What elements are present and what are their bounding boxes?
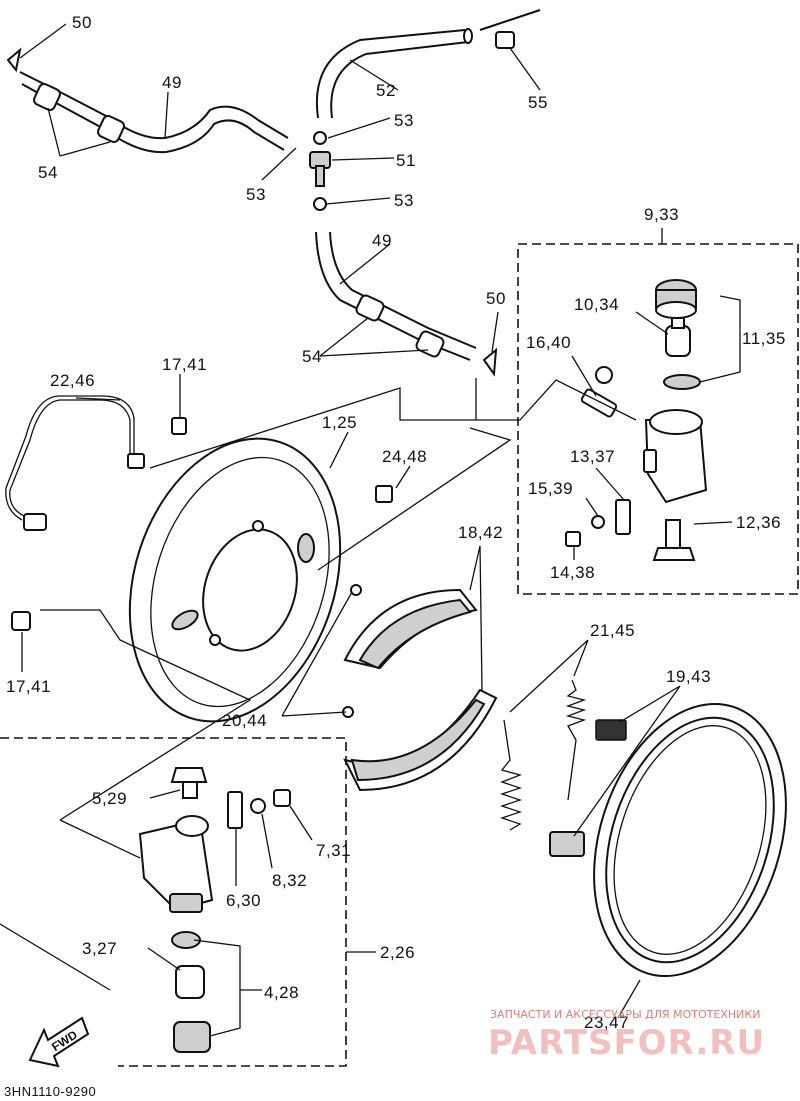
callout-14-38: 14,38 — [550, 563, 595, 582]
callout-13-37: 13,37 — [570, 447, 615, 466]
diagram-code: 3HN1110-9290 — [4, 1084, 96, 1099]
bolt-17 — [11, 417, 187, 631]
leader-lines — [0, 23, 741, 1037]
callout-4-28: 4,28 — [264, 983, 299, 1002]
callout-18-42: 18,42 — [458, 523, 503, 542]
assembly-box-9 — [517, 243, 799, 595]
brake-panel-1 — [128, 437, 342, 723]
callout-10-34: 10,34 — [574, 295, 619, 314]
wheel-cylinder-right — [643, 409, 708, 504]
hose-49-lower — [315, 231, 477, 361]
callout-49: 49 — [162, 73, 182, 92]
callout-55: 55 — [528, 93, 548, 112]
callout-21-45: 21,45 — [590, 621, 635, 640]
callout-51: 51 — [396, 151, 416, 170]
clip-19 — [549, 719, 627, 857]
assembly-box-2 — [0, 737, 347, 1067]
callout-3-27: 3,27 — [82, 939, 117, 958]
callout-9-33: 9,33 — [644, 205, 679, 224]
three-way-joint-51 — [309, 131, 331, 211]
callout-23-47: 23,47 — [584, 1013, 629, 1032]
callout-2-26: 2,26 — [380, 943, 415, 962]
cylinder-cup-11 — [655, 279, 701, 390]
hose-52 — [316, 28, 473, 119]
callout-12-36: 12,36 — [736, 513, 781, 532]
brake-shoe-lower — [343, 688, 498, 792]
callout-7-31: 7,31 — [316, 841, 351, 860]
brake-hose-22 — [5, 395, 145, 531]
bleeder-16 — [580, 366, 618, 418]
callout-50: 50 — [72, 13, 92, 32]
callout-5-29: 5,29 — [92, 789, 127, 808]
fwd-arrow-icon: FWD — [28, 1016, 90, 1068]
watermark-text: ЗАПЧАСТИ И АКСЕССУАРЫ ДЛЯ МОТОТЕХНИКИ — [490, 1008, 760, 1021]
spring-21 — [499, 679, 587, 831]
hose-clip-55 — [479, 9, 541, 49]
callout-20-44: 20,44 — [222, 711, 267, 730]
brake-shoe-upper — [343, 588, 478, 670]
callout-53: 53 — [246, 185, 266, 204]
bleeder-7 — [273, 789, 291, 807]
hose-clip-54 — [33, 83, 125, 143]
callout-22-46: 22,46 — [50, 371, 95, 390]
callout-52: 52 — [376, 81, 396, 100]
seal-23 — [593, 702, 787, 978]
callout-15-39: 15,39 — [528, 479, 573, 498]
watermark-logo: PARTSFOR.RU — [488, 1023, 765, 1063]
callout-53: 53 — [394, 111, 414, 130]
callout-49: 49 — [372, 231, 392, 250]
hose-49-upper — [19, 71, 289, 154]
bolt-24 — [375, 485, 393, 503]
clip-50 — [6, 47, 498, 377]
callout-11-35: 11,35 — [742, 329, 786, 348]
callout-8-32: 8,32 — [272, 871, 307, 890]
washer-8 — [250, 798, 266, 814]
piston-10 — [665, 317, 691, 357]
callout-17-41: 17,41 — [162, 355, 207, 374]
callout-1-25: 1,25 — [322, 413, 357, 432]
plate-13 — [615, 499, 631, 535]
callout-54: 54 — [38, 163, 58, 182]
callout-19-43: 19,43 — [666, 667, 711, 686]
callout-16-40: 16,40 — [526, 333, 571, 352]
plate-6 — [227, 791, 243, 829]
adjuster-12 — [652, 519, 696, 561]
callout-24-48: 24,48 — [382, 447, 427, 466]
callout-54: 54 — [302, 347, 322, 366]
callout-53: 53 — [394, 191, 414, 210]
washer-15 — [565, 515, 605, 547]
pin-20 — [342, 584, 362, 718]
adjuster-5 — [170, 767, 208, 799]
callout-6-30: 6,30 — [226, 891, 261, 910]
cup-3 — [171, 931, 211, 1053]
callout-50: 50 — [486, 289, 506, 308]
callout-17-41: 17,41 — [6, 677, 51, 696]
wheel-cylinder-left — [138, 815, 214, 913]
